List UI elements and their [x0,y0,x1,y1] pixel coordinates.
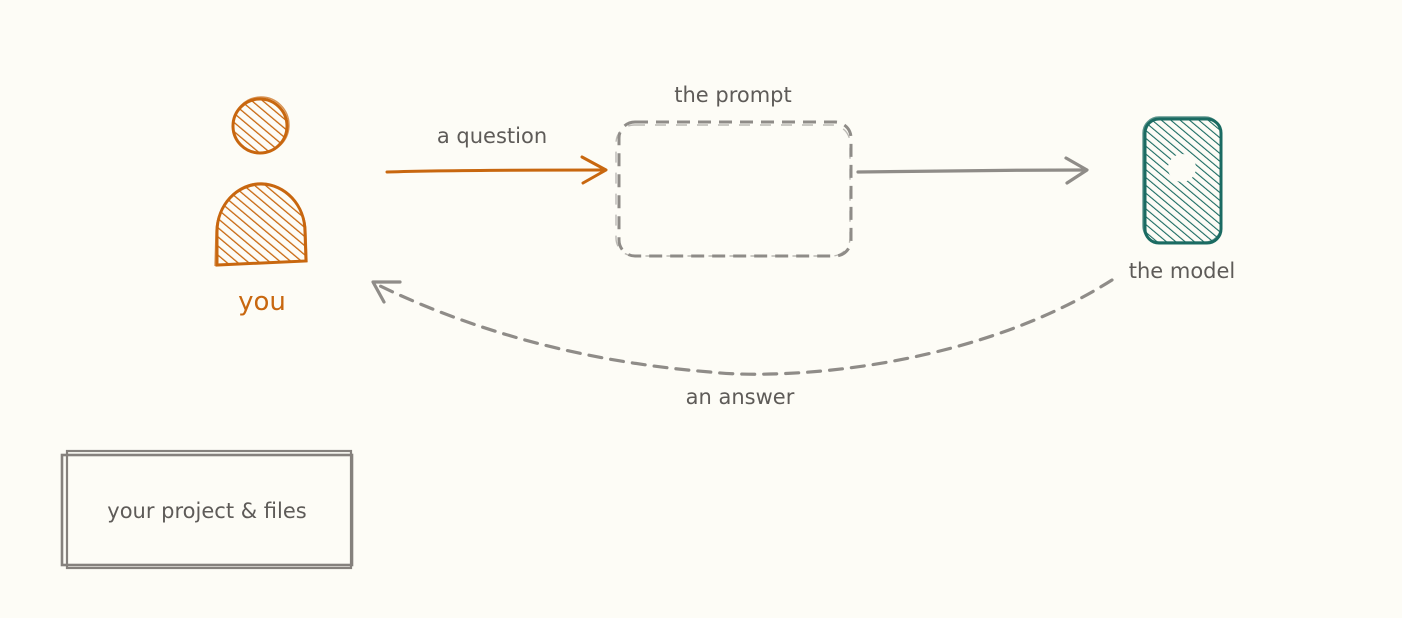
you-label: you [238,287,286,317]
question-arrow [385,155,608,185]
person-body [214,182,308,267]
user-person-icon [214,96,308,267]
project-files-box [60,449,354,570]
to-model-arrow [856,156,1089,185]
model-label: the model [1129,259,1236,283]
person-head [231,96,290,155]
question-label: a question [437,124,547,148]
model-icon [1142,116,1223,245]
answer-arrow [371,278,1114,376]
answer-label: an answer [686,385,795,409]
prompt-box [615,120,853,258]
prompt-label: the prompt [674,83,792,107]
project-files-label: your project & files [107,499,306,523]
model-eye [1168,154,1196,182]
